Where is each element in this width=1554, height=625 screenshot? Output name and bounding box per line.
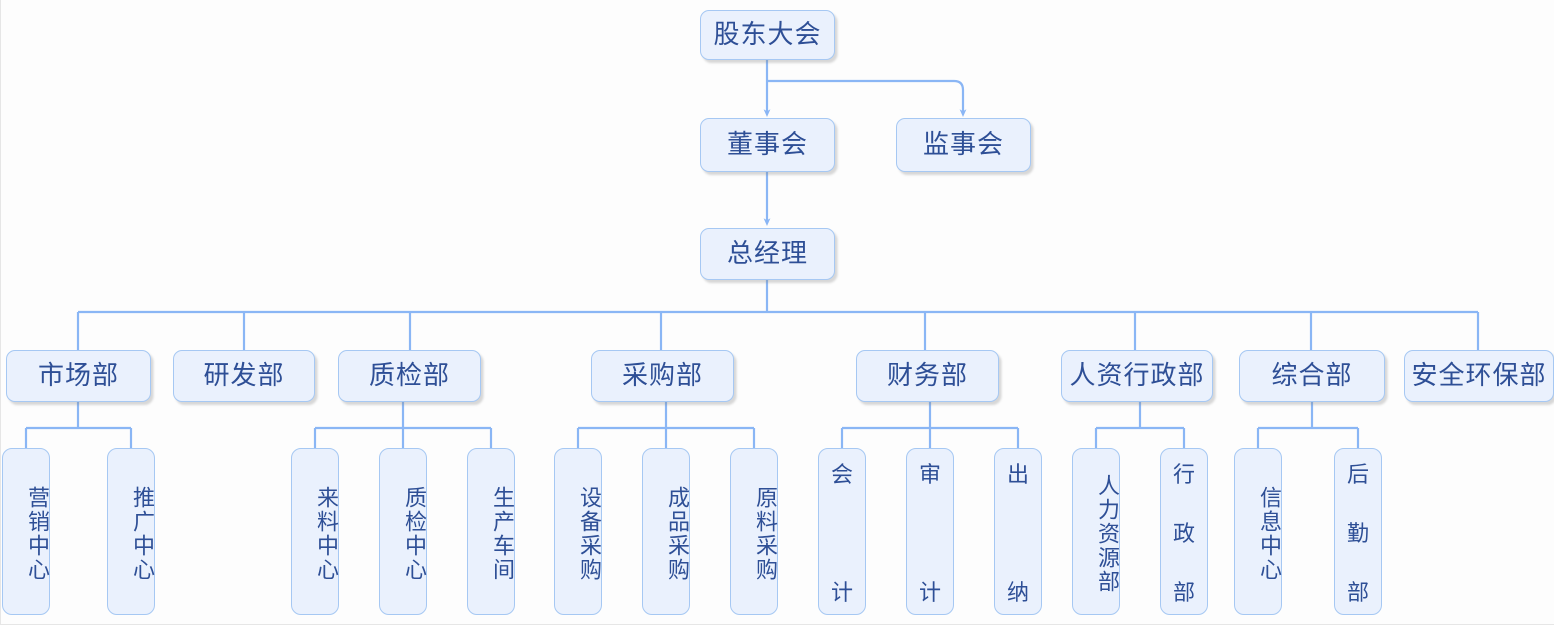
node-audit[interactable]: 审计 (906, 448, 954, 615)
node-label: 财务部 (886, 361, 968, 391)
node-label: 信息中心 (1257, 485, 1282, 582)
node-general-affairs-dept[interactable]: 综合部 (1239, 350, 1385, 402)
node-information-center[interactable]: 信息中心 (1234, 448, 1282, 615)
node-equipment-purchase[interactable]: 设备采购 (554, 448, 602, 615)
node-general-manager[interactable]: 总经理 (700, 228, 835, 280)
node-quality-inspection-center[interactable]: 质检中心 (379, 448, 427, 615)
node-finance-dept[interactable]: 财务部 (856, 350, 999, 402)
node-label: 审计 (918, 462, 941, 605)
node-label: 会计 (830, 462, 853, 605)
node-label: 来料中心 (314, 485, 339, 582)
node-purchase-dept[interactable]: 采购部 (591, 350, 734, 402)
node-safety-environment-dept[interactable]: 安全环保部 (1404, 350, 1554, 402)
node-label: 市场部 (37, 361, 119, 391)
node-label: 推广中心 (130, 485, 155, 582)
node-label: 安全环保部 (1411, 361, 1547, 391)
node-administration-dept[interactable]: 行政部 (1160, 448, 1208, 615)
node-sales-center[interactable]: 营销中心 (2, 448, 50, 615)
node-marketing-dept[interactable]: 市场部 (6, 350, 151, 402)
node-board-of-directors[interactable]: 董事会 (700, 118, 835, 172)
node-label: 行政部 (1172, 462, 1195, 605)
node-incoming-material-center[interactable]: 来料中心 (291, 448, 339, 615)
node-hr-admin-dept[interactable]: 人资行政部 (1061, 350, 1213, 402)
node-raw-material-purchase[interactable]: 原料采购 (730, 448, 778, 615)
node-label: 原料采购 (753, 485, 778, 582)
node-label: 人资行政部 (1069, 361, 1205, 391)
node-label: 出纳 (1006, 462, 1029, 605)
node-label: 设备采购 (577, 485, 602, 582)
node-label: 质检部 (368, 361, 450, 391)
node-promotion-center[interactable]: 推广中心 (107, 448, 155, 615)
node-label: 综合部 (1271, 361, 1353, 391)
node-board-of-supervisors[interactable]: 监事会 (896, 118, 1031, 172)
node-label: 成品采购 (665, 485, 690, 582)
node-production-workshop[interactable]: 生产车间 (467, 448, 515, 615)
node-rd-dept[interactable]: 研发部 (173, 350, 315, 402)
node-cashier[interactable]: 出纳 (994, 448, 1042, 615)
node-label: 研发部 (203, 361, 285, 391)
node-shareholders-meeting[interactable]: 股东大会 (700, 10, 835, 60)
node-label: 后勤部 (1346, 462, 1369, 605)
node-label: 质检中心 (402, 485, 427, 582)
node-label: 总经理 (726, 239, 808, 269)
node-label: 生产车间 (490, 485, 515, 582)
node-label: 采购部 (621, 361, 703, 391)
node-label: 营销中心 (25, 485, 50, 582)
node-qc-dept[interactable]: 质检部 (338, 350, 481, 402)
node-label: 董事会 (726, 130, 808, 160)
node-label: 股东大会 (713, 20, 822, 50)
node-label: 监事会 (922, 130, 1004, 160)
node-human-resources-dept[interactable]: 人力资源部 (1072, 448, 1120, 615)
node-finished-goods-purchase[interactable]: 成品采购 (642, 448, 690, 615)
node-label: 人力资源部 (1095, 473, 1120, 594)
node-accounting[interactable]: 会计 (818, 448, 866, 615)
node-logistics-dept[interactable]: 后勤部 (1334, 448, 1382, 615)
